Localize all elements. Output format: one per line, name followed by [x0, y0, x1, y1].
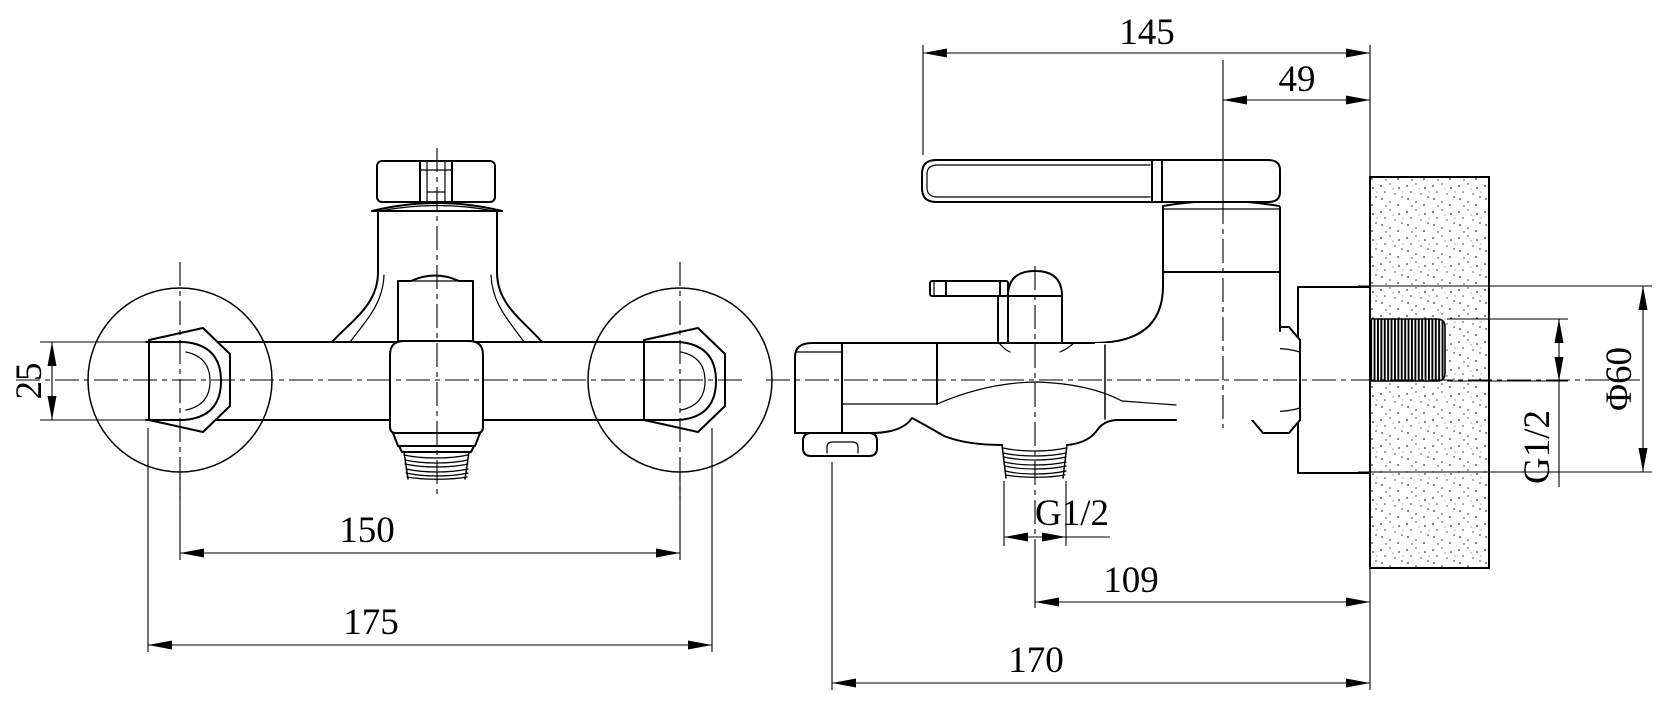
- dim-overall-depth: 170: [831, 462, 1371, 690]
- dim-label-150: 150: [339, 510, 395, 551]
- body-column: [1093, 200, 1281, 344]
- diverter-knob: [929, 270, 1063, 351]
- lever-handle: [921, 159, 1281, 203]
- dim-label-outlet-g12: G1/2: [1035, 493, 1109, 534]
- dim-inlet-spacing: 150: [179, 474, 681, 560]
- front-view: [87, 160, 773, 480]
- dim-label-175: 175: [343, 602, 399, 643]
- dim-label-49: 49: [1279, 59, 1316, 100]
- dim-outlet-thread: G1/2: [1003, 481, 1110, 546]
- dim-label-phi60: Φ60: [1599, 347, 1640, 411]
- side-view: [794, 159, 1490, 569]
- cartridge-housing: [397, 274, 474, 342]
- dim-overall-width: 175: [147, 428, 713, 652]
- dim-outlet-to-wall: 109: [1034, 545, 1370, 608]
- spout-end: [802, 432, 878, 457]
- centerlines: [16, 148, 1640, 545]
- dim-label-wall-g12: G1/2: [1517, 410, 1558, 484]
- dim-handle-to-wall: 145: [922, 12, 1371, 177]
- dim-label-25: 25: [9, 363, 50, 400]
- dim-flange-diameter: Φ60: [1358, 285, 1652, 473]
- dim-label-145: 145: [1119, 12, 1175, 53]
- dimensions: 145 49 25 150: [9, 12, 1652, 690]
- handle-lever-front: [376, 160, 496, 203]
- dim-center-to-wall: 49: [1222, 59, 1370, 200]
- wall-thread-nipple: [1369, 318, 1446, 382]
- dim-pipe-diameter: 25: [9, 341, 146, 421]
- dim-label-170: 170: [1008, 640, 1064, 681]
- dim-label-109: 109: [1103, 560, 1159, 601]
- body-horizontal: [794, 342, 1280, 446]
